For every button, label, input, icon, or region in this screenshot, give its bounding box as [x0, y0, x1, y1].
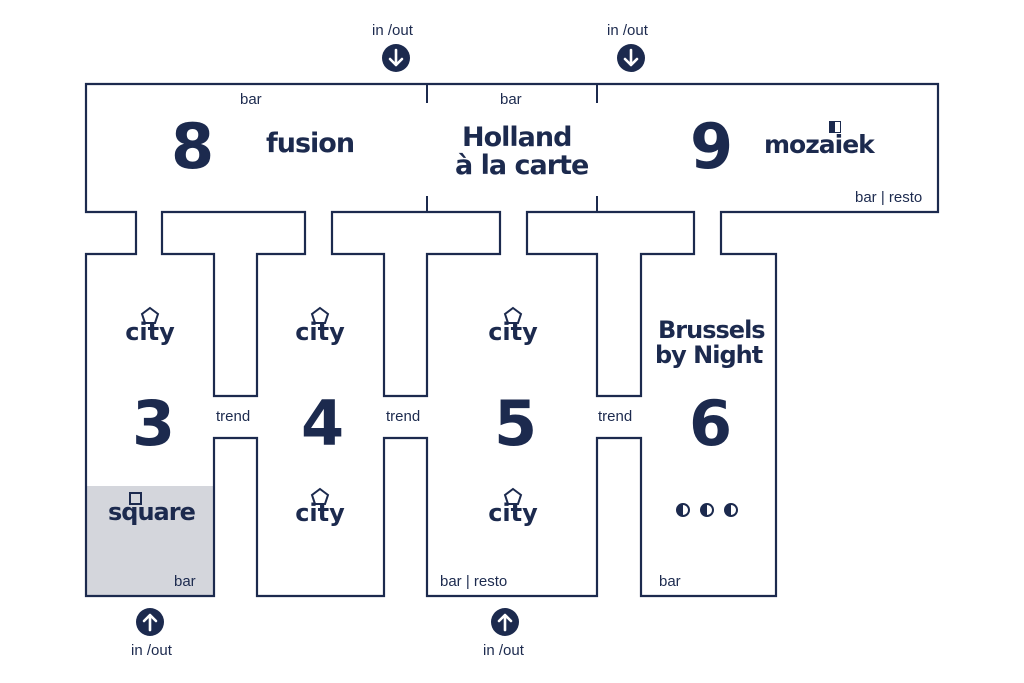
entrance-label-top-right: in /out	[607, 22, 648, 39]
hall6-number: 6	[689, 387, 733, 460]
arrow-up-icon[interactable]	[136, 608, 164, 636]
hall4-city-logo-top: city	[288, 306, 352, 344]
moon-phases-icon	[671, 503, 743, 522]
hall5-number: 5	[494, 387, 538, 460]
hall9-number: 9	[690, 110, 734, 183]
square-area-fill	[86, 486, 213, 596]
courtyard-2	[330, 210, 502, 398]
hall8-number: 8	[171, 110, 215, 183]
trend-label-56: trend	[598, 408, 633, 425]
city-logo-text: city	[488, 499, 538, 527]
hall3-city-logo-top: city	[118, 306, 182, 344]
hall6-bar-label: bar	[659, 573, 681, 590]
holland-logo-line1: Holland	[462, 122, 572, 153]
arrow-down-icon[interactable]	[617, 44, 645, 72]
pentagon-icon	[503, 306, 523, 324]
entrance-label-top-left: in /out	[372, 22, 413, 39]
city-logo-text: city	[125, 318, 175, 346]
pentagon-icon	[310, 487, 330, 505]
courtyard-1	[160, 210, 307, 398]
hall8-bar-label: bar	[240, 91, 262, 108]
trend-label-45: trend	[386, 408, 421, 425]
hall3-bar-label: bar	[174, 573, 196, 590]
city-logo-text: city	[295, 499, 345, 527]
entrance-label-bottom-right: in /out	[483, 642, 524, 659]
square-logo: square	[108, 498, 196, 526]
hall5-bar-resto-label: bar | resto	[440, 573, 508, 590]
mozaiek-square-icon	[829, 121, 841, 133]
city-logo-text: city	[295, 318, 345, 346]
center-bar-label: bar	[500, 91, 522, 108]
building-outline	[84, 82, 940, 598]
pentagon-icon	[310, 306, 330, 324]
brussels-by-night-logo-line1: Brussels	[658, 316, 766, 344]
pentagon-icon	[503, 487, 523, 505]
hall3-number: 3	[132, 387, 176, 460]
hall5-city-logo-top: city	[481, 306, 545, 344]
fusion-logo: fusion	[266, 128, 355, 159]
square-logo-icon	[129, 492, 142, 505]
holland-logo-line2: à la carte	[455, 150, 589, 181]
courtyard-3	[525, 210, 696, 398]
arrow-up-icon[interactable]	[491, 608, 519, 636]
city-logo-text: city	[488, 318, 538, 346]
mozaiek-logo: mozaiek	[764, 130, 875, 159]
hall5-city-logo-bottom: city	[481, 487, 545, 525]
hall4-city-logo-bottom: city	[288, 487, 352, 525]
entrance-label-bottom-left: in /out	[131, 642, 172, 659]
pentagon-icon	[140, 306, 160, 324]
hall9-bar-resto-label: bar | resto	[855, 189, 923, 206]
arrow-down-icon[interactable]	[382, 44, 410, 72]
hall4-number: 4	[301, 387, 345, 460]
brussels-by-night-logo-line2: by Night	[655, 341, 763, 369]
trend-label-34: trend	[216, 408, 251, 425]
